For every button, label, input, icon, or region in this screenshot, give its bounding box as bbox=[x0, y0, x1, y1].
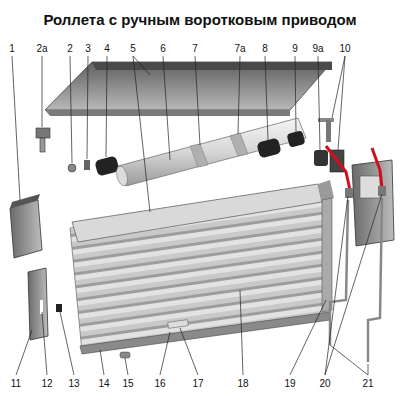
callout-number: 9а bbox=[311, 43, 324, 54]
callout-number: 21 bbox=[361, 378, 374, 389]
callout-number: 17 bbox=[191, 378, 204, 389]
callout-number: 4 bbox=[103, 43, 111, 54]
callout-number: 19 bbox=[283, 378, 296, 389]
callout-number: 5 bbox=[129, 43, 137, 54]
callout-number: 11 bbox=[10, 378, 22, 389]
callout-number: 8 bbox=[261, 43, 269, 54]
callout-number: 7 bbox=[191, 43, 199, 54]
callout-number: 7а bbox=[233, 43, 246, 54]
callout-number: 10 bbox=[338, 43, 351, 54]
callout-number: 3 bbox=[84, 43, 92, 54]
diagram-title: Роллета с ручным воротковым приводом bbox=[43, 11, 356, 29]
callout-number: 15 bbox=[121, 378, 134, 389]
callout-number: 20 bbox=[318, 378, 331, 389]
callout-number: 2а bbox=[35, 43, 48, 54]
callout-number: 14 bbox=[97, 378, 110, 389]
callout-number: 6 bbox=[159, 43, 167, 54]
callout-number: 12 bbox=[40, 378, 53, 389]
callout-number: 1 bbox=[8, 43, 16, 54]
callout-number: 2 bbox=[66, 43, 74, 54]
callout-number: 9 bbox=[291, 43, 299, 54]
callout-number: 13 bbox=[67, 378, 80, 389]
callout-number: 16 bbox=[153, 378, 166, 389]
callout-number: 18 bbox=[236, 378, 249, 389]
